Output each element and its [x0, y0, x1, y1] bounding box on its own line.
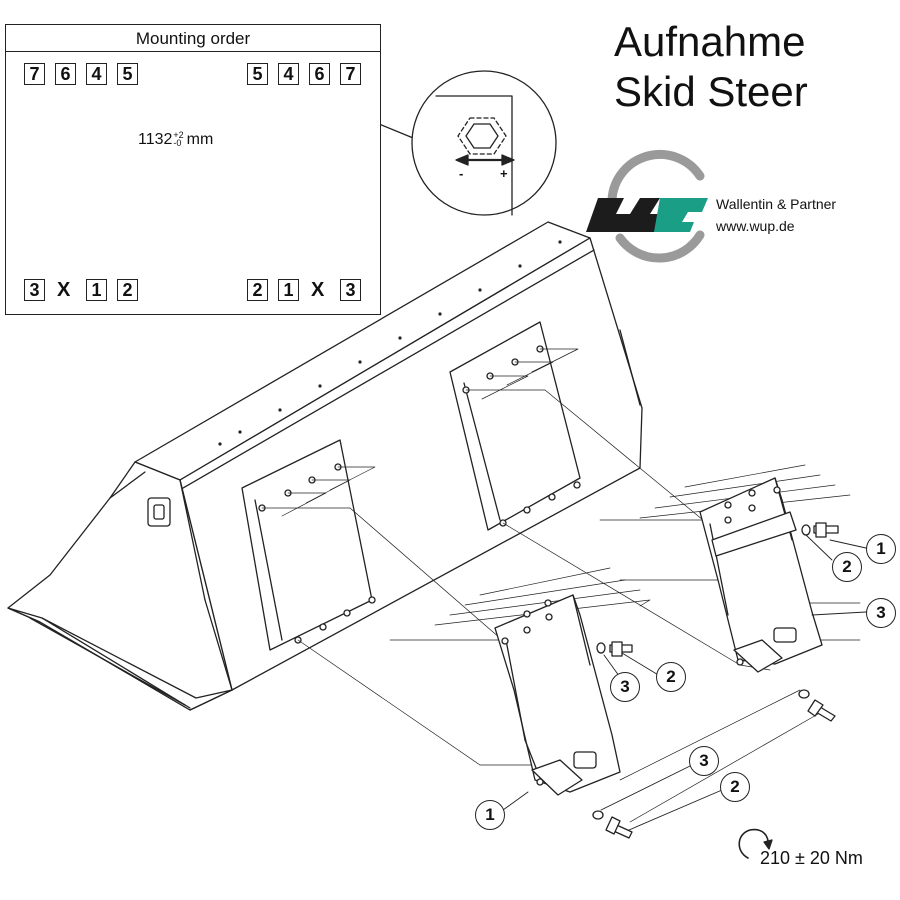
callout-adapter: 1 [475, 800, 505, 830]
callout-bolt: 1 [866, 534, 896, 564]
wup-logo-icon [586, 149, 708, 263]
order-cell: 7 [340, 63, 361, 85]
callout-bolt: 2 [656, 662, 686, 692]
title-line-2: Skid Steer [614, 68, 808, 115]
dimension-value: 1132 [138, 131, 173, 148]
adapter-bracket-right [699, 477, 823, 673]
dimension-unit: mm [186, 131, 214, 148]
order-cell: 6 [309, 63, 330, 85]
order-cell: 2 [247, 279, 268, 301]
order-cell: 1 [86, 279, 107, 301]
callout-washer: 3 [610, 672, 640, 702]
callout-washer: 2 [832, 552, 862, 582]
adapter-bracket-center [494, 594, 621, 796]
order-cell: 2 [117, 279, 138, 301]
order-cell: 6 [55, 63, 76, 85]
order-cell: 4 [278, 63, 299, 85]
order-cell: 7 [24, 63, 45, 85]
order-cell: 5 [247, 63, 268, 85]
torque-spec: 210 ± 20 Nm [760, 848, 863, 868]
order-cell: 3 [340, 279, 361, 301]
order-cell: 1 [278, 279, 299, 301]
brand-name: Wallentin & Partner [716, 196, 837, 212]
title-line-1: Aufnahme [614, 18, 806, 65]
callout-bolt: 2 [720, 772, 750, 802]
order-cell: 3 [24, 279, 45, 301]
order-skip-mark: X [57, 279, 71, 301]
order-skip-mark: X [311, 279, 325, 301]
detail-plus: + [500, 166, 508, 181]
detail-minus: - [459, 166, 464, 181]
dimension-label: 1132+2-0 mm [136, 130, 216, 149]
order-cell: 4 [86, 63, 107, 85]
mounting-order-heading: Mounting order [6, 25, 380, 52]
tolerance-minus: -0 [173, 138, 182, 148]
callout-leaders [502, 534, 867, 831]
tolerance-plus: +2 [173, 130, 184, 140]
detail-magnifier [361, 70, 557, 216]
bolt-washer-set [592, 522, 839, 839]
callout-adapter: 3 [866, 598, 896, 628]
brand-url: www.wup.de [716, 218, 795, 234]
torque-arrow-icon [738, 828, 773, 859]
callout-washer: 3 [689, 746, 719, 776]
order-cell: 5 [117, 63, 138, 85]
